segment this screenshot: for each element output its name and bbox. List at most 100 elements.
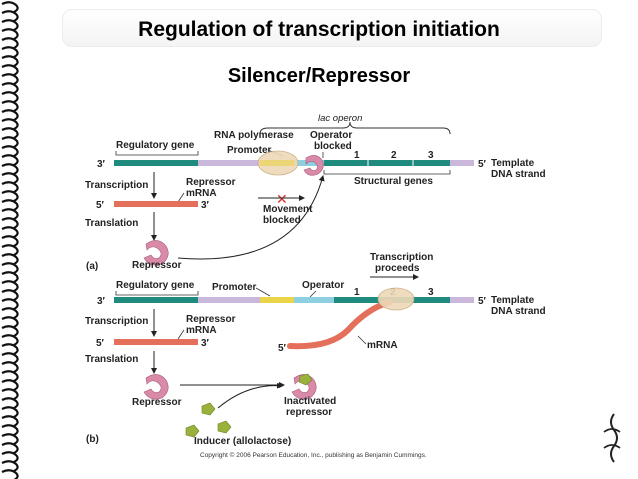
regulatory-gene-label-a: Regulatory gene	[116, 140, 195, 151]
spiral-coil	[1, 28, 19, 40]
spiral-coil	[1, 19, 19, 31]
repressor-label-a: Repressor	[132, 260, 182, 271]
dna-3-prime-a: 3′	[97, 159, 106, 170]
structural-genes-label: Structural genes	[354, 176, 433, 187]
inducer-molecule-3	[217, 420, 232, 434]
transcription-label-a: Transcription	[85, 180, 148, 191]
spiral-coil	[1, 343, 19, 355]
gene-number-3-b: 3	[428, 287, 434, 298]
panel-a-label: (a)	[86, 261, 98, 272]
repressor-mrna-a-1: Repressor	[186, 177, 236, 188]
spiral-coil	[1, 136, 19, 148]
repressor-bound-a	[303, 155, 324, 176]
spiral-coil	[1, 37, 19, 49]
corner-logo-icon	[603, 413, 621, 463]
spiral-coil	[1, 271, 19, 283]
operator-label-b: Operator	[302, 280, 344, 291]
spiral-coil	[1, 415, 19, 427]
operator-region-b	[260, 297, 294, 303]
structural-genes-a	[324, 160, 450, 166]
operator-segment-a	[294, 160, 324, 166]
spiral-coil	[1, 298, 19, 310]
spiral-coil	[1, 217, 19, 229]
promoter-region-a	[198, 160, 260, 166]
dna-5-prime-b: 5′	[478, 296, 487, 307]
spiral-coil	[1, 451, 19, 463]
inducer-molecule-1	[201, 402, 216, 416]
spiral-coil	[1, 334, 19, 346]
spiral-coil	[1, 208, 19, 220]
repressor-mrna-b-1: Repressor	[186, 314, 236, 325]
spiral-coil	[1, 253, 19, 265]
translation-label-a: Translation	[85, 218, 138, 229]
panel-b-label: (b)	[86, 434, 99, 445]
spiral-coil	[1, 370, 19, 382]
spiral-coil	[1, 100, 19, 112]
mrna-strand-b	[287, 299, 393, 350]
repressor-mrna-bar-a	[114, 201, 198, 207]
spiral-coil	[1, 262, 19, 274]
spiral-coil	[1, 145, 19, 157]
dna-tail-b	[450, 297, 474, 303]
spiral-coil	[1, 388, 19, 400]
inducer-label: Inducer (allolactose)	[194, 436, 291, 447]
spiral-coil	[1, 379, 19, 391]
page-title: Regulation of transcription initiation	[138, 18, 500, 41]
promoter-label-b: Promoter	[212, 282, 257, 293]
transcription-label-b: Transcription	[85, 316, 148, 327]
spiral-coil	[1, 73, 19, 85]
spiral-coil	[1, 235, 19, 247]
spiral-coil	[1, 424, 19, 436]
spiral-coil	[1, 316, 19, 328]
spiral-coil	[1, 307, 19, 319]
repressor-mrna-b-2: mRNA	[186, 325, 217, 336]
rna-polymerase-label: RNA polymerase	[214, 130, 294, 141]
x-mark-icon: ✕	[276, 192, 288, 208]
spiral-coil	[1, 109, 19, 121]
spiral-coil	[1, 172, 19, 184]
spiral-coil	[1, 82, 19, 94]
regulatory-gene-a	[114, 160, 198, 166]
spiral-coil	[1, 154, 19, 166]
gene-number-1-b: 1	[354, 287, 360, 298]
movement-blocked-2: blocked	[263, 215, 301, 226]
spiral-coil	[1, 433, 19, 445]
inducer-molecule-2	[185, 424, 200, 438]
translation-label-b: Translation	[85, 354, 138, 365]
spiral-coil	[1, 181, 19, 193]
spiral-coil	[1, 46, 19, 58]
dna-5-prime-a: 5′	[478, 159, 487, 170]
spiral-coil	[1, 1, 19, 13]
spiral-coil	[1, 406, 19, 418]
mrna-3-a: 3′	[201, 200, 210, 211]
template-label-b-2: DNA strand	[491, 306, 546, 317]
operator-blocked-label-1: Operator	[310, 130, 352, 141]
mrna-3-b: 3′	[201, 338, 210, 349]
lac-operon-label: lac operon	[318, 113, 362, 124]
repressor-protein-a	[143, 240, 169, 266]
promoter-region-b	[198, 297, 260, 303]
lac-operon-diagram: lac operon RNA polymerase Promoter Opera…	[85, 113, 546, 447]
mrna-5-b: 5′	[96, 338, 105, 349]
spiral-coil	[1, 10, 19, 22]
promoter-label-a: Promoter	[227, 145, 272, 156]
template-label-a-2: DNA strand	[491, 169, 546, 180]
title-banner	[62, 9, 602, 47]
gene-number-1-a: 1	[354, 150, 360, 161]
spiral-binding	[1, 1, 19, 479]
operator-blocked-label-2: blocked	[314, 141, 352, 152]
spiral-coil	[1, 118, 19, 130]
operator-segment-b	[294, 297, 334, 303]
spiral-coil	[1, 163, 19, 175]
spiral-coil	[1, 199, 19, 211]
spiral-coil	[1, 352, 19, 364]
template-label-a-1: Template	[491, 158, 535, 169]
spiral-coil	[1, 361, 19, 373]
spiral-coil	[1, 280, 19, 292]
dna-tail-a	[450, 160, 474, 166]
spiral-coil	[1, 397, 19, 409]
mrna-5-product: 5′	[278, 343, 287, 354]
transcription-proceeds-2: proceeds	[375, 263, 420, 274]
movement-blocked-1: Movement	[263, 204, 313, 215]
regulatory-gene-b	[114, 297, 198, 303]
